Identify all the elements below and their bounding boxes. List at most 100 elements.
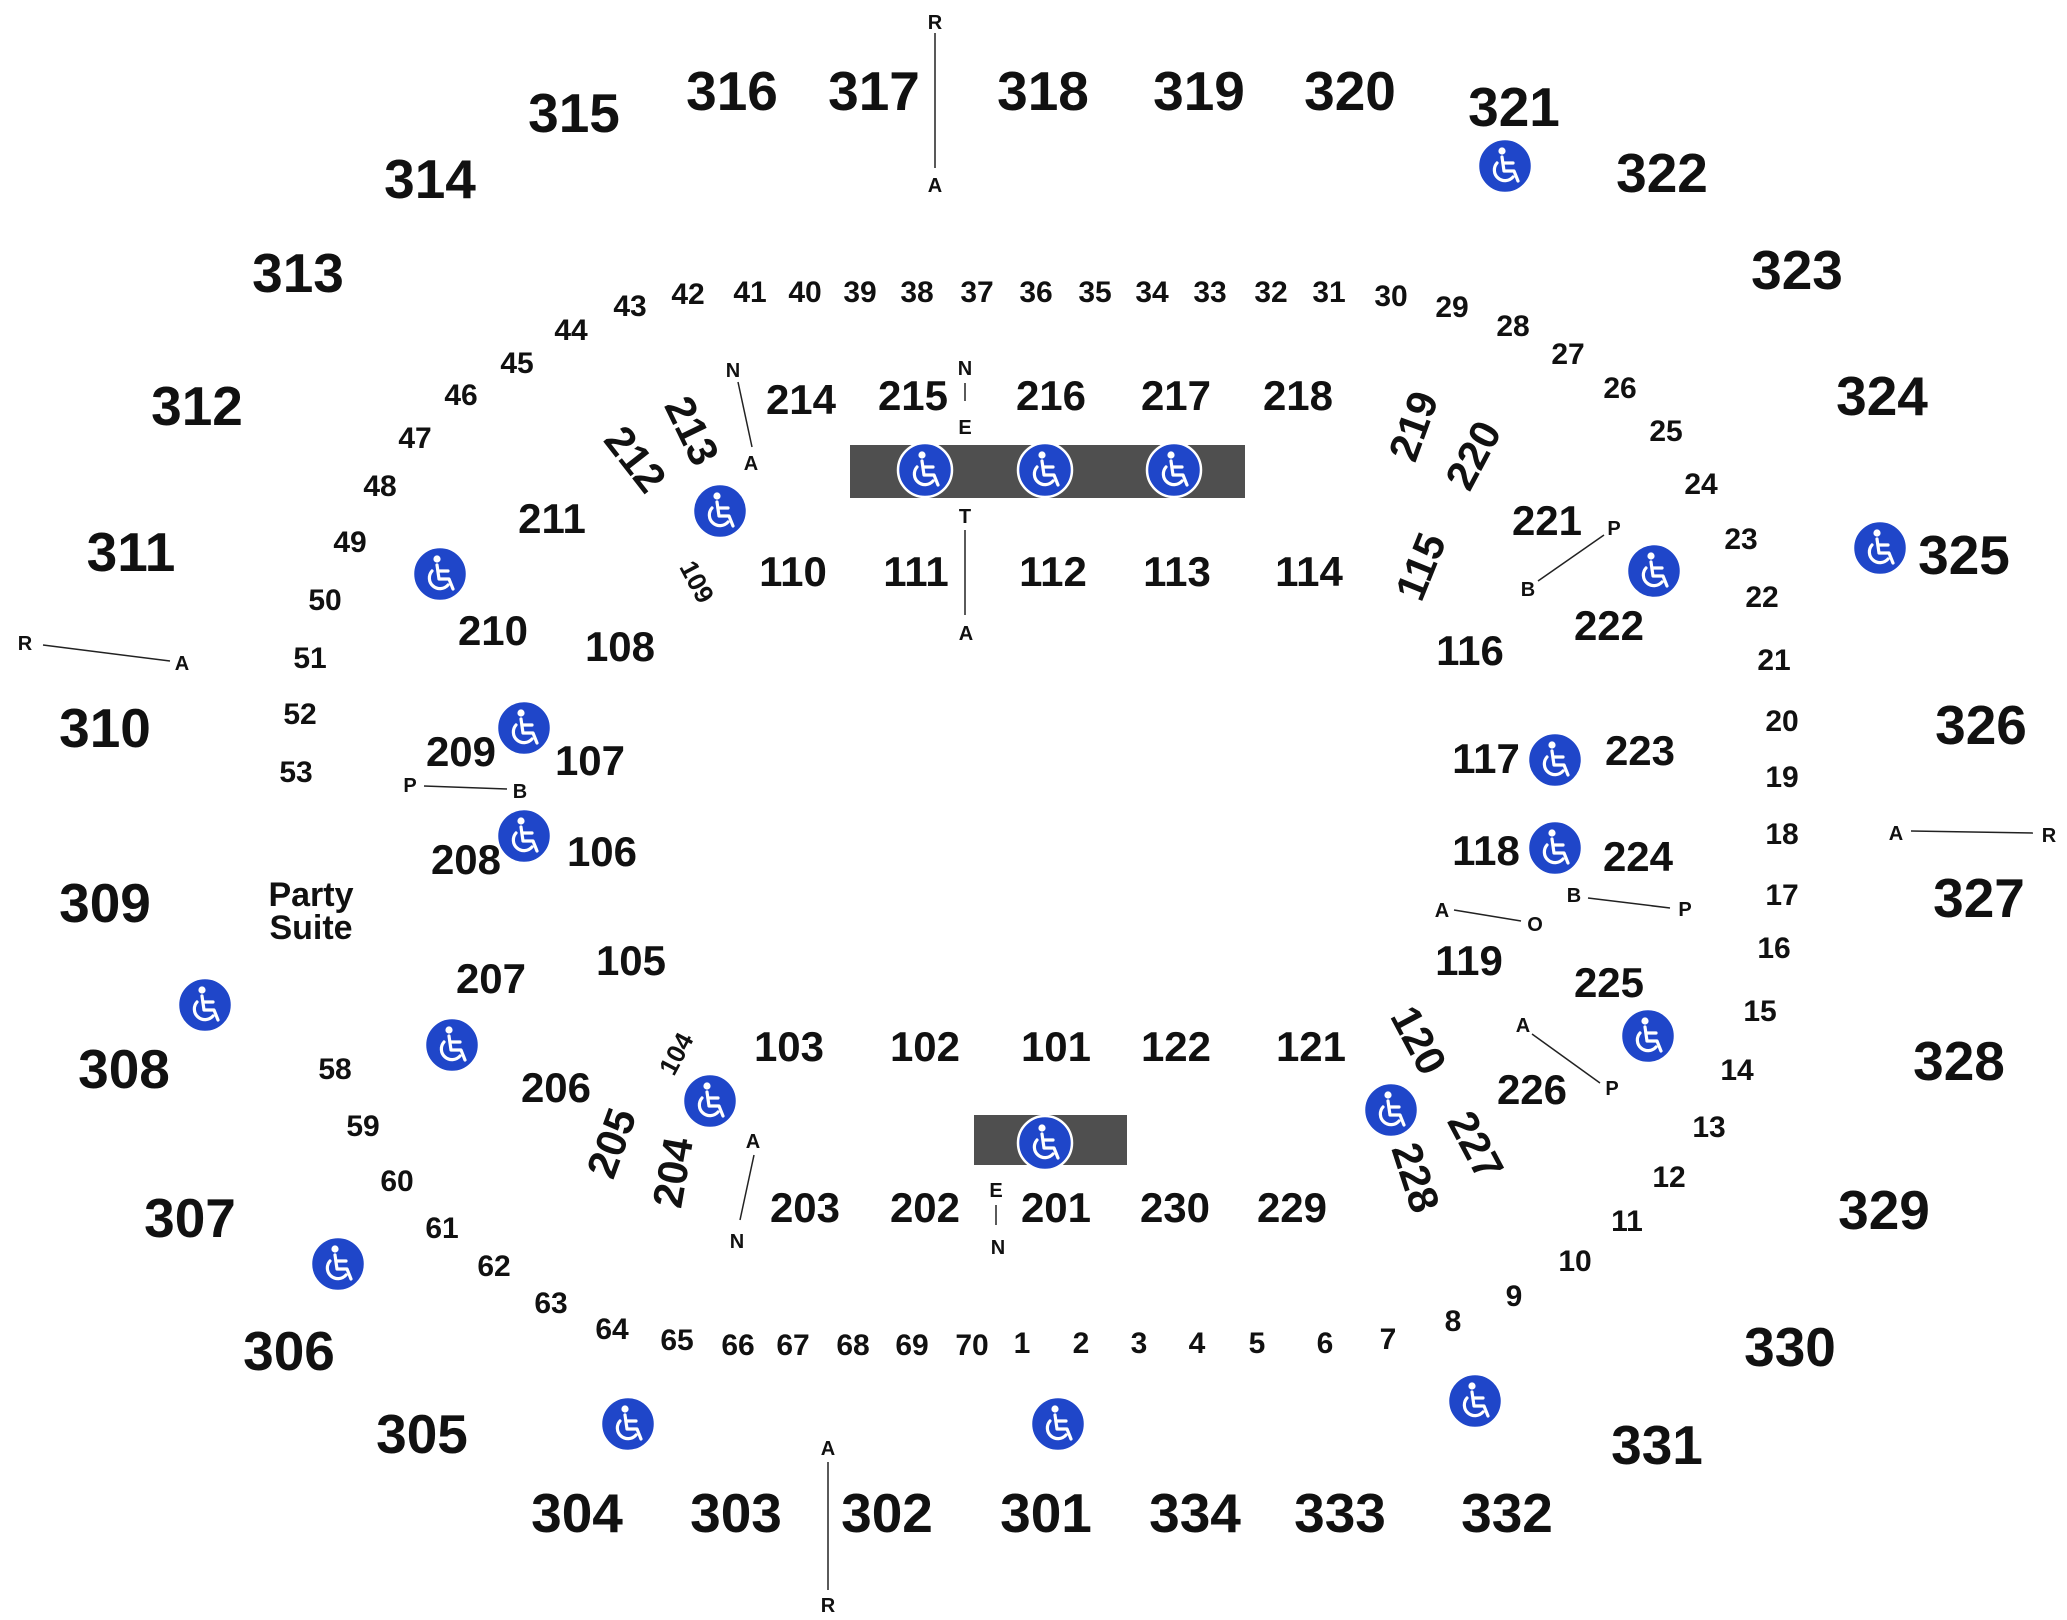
suite-34[interactable]: 34 [1135,276,1169,309]
suite-39[interactable]: 39 [843,276,876,309]
section-114[interactable]: 114 [1275,548,1343,595]
suite-5[interactable]: 5 [1249,1327,1266,1360]
section-120[interactable]: 120 [1382,998,1456,1082]
suite-14[interactable]: 14 [1720,1054,1754,1087]
suite-27[interactable]: 27 [1551,338,1584,371]
suite-30[interactable]: 30 [1374,280,1407,313]
section-324[interactable]: 324 [1836,365,1928,427]
suite-7[interactable]: 7 [1380,1323,1397,1356]
section-308[interactable]: 308 [78,1038,170,1100]
suite-4[interactable]: 4 [1189,1327,1206,1360]
suite-26[interactable]: 26 [1603,372,1636,405]
section-116[interactable]: 116 [1436,627,1504,674]
section-315[interactable]: 315 [528,82,620,144]
suite-29[interactable]: 29 [1435,291,1468,324]
wheelchair-accessible-icon[interactable] [1526,731,1584,789]
section-327[interactable]: 327 [1933,867,2025,929]
section-220[interactable]: 220 [1436,413,1510,497]
suite-1[interactable]: 1 [1014,1327,1031,1360]
wheelchair-accessible-icon[interactable] [1016,1114,1074,1172]
section-121[interactable]: 121 [1276,1023,1346,1070]
section-305[interactable]: 305 [376,1403,468,1465]
suite-46[interactable]: 46 [444,379,477,412]
section-332[interactable]: 332 [1461,1482,1553,1544]
section-229[interactable]: 229 [1257,1184,1327,1231]
section-316[interactable]: 316 [686,60,778,122]
section-320[interactable]: 320 [1304,60,1396,122]
section-334[interactable]: 334 [1149,1482,1241,1544]
wheelchair-accessible-icon[interactable] [1145,441,1203,499]
section-102[interactable]: 102 [890,1023,960,1070]
section-205[interactable]: 205 [577,1102,645,1184]
section-326[interactable]: 326 [1935,694,2027,756]
suite-40[interactable]: 40 [788,276,821,309]
section-302[interactable]: 302 [841,1482,933,1544]
suite-41[interactable]: 41 [733,276,766,309]
section-104[interactable]: 104 [653,1027,700,1080]
suite-42[interactable]: 42 [671,278,704,311]
section-223[interactable]: 223 [1605,727,1675,774]
section-211[interactable]: 211 [518,495,586,542]
section-329[interactable]: 329 [1838,1179,1930,1241]
section-204[interactable]: 204 [643,1133,702,1211]
section-314[interactable]: 314 [384,148,476,210]
section-207[interactable]: 207 [456,955,526,1002]
wheelchair-accessible-icon[interactable] [495,807,553,865]
suite-69[interactable]: 69 [895,1329,928,1362]
wheelchair-accessible-icon[interactable] [1476,137,1534,195]
suite-59[interactable]: 59 [346,1110,379,1143]
section-201[interactable]: 201 [1021,1184,1091,1231]
suite-70[interactable]: 70 [955,1329,988,1362]
suite-50[interactable]: 50 [308,584,341,617]
suite-21[interactable]: 21 [1757,644,1790,677]
suite-47[interactable]: 47 [398,422,431,455]
suite-10[interactable]: 10 [1558,1245,1591,1278]
wheelchair-accessible-icon[interactable] [599,1395,657,1453]
section-331[interactable]: 331 [1611,1414,1703,1476]
section-115[interactable]: 115 [1386,526,1455,606]
suite-19[interactable]: 19 [1765,761,1798,794]
section-209[interactable]: 209 [426,728,496,775]
section-109[interactable]: 109 [674,556,721,608]
section-202[interactable]: 202 [890,1184,960,1231]
section-210[interactable]: 210 [458,607,528,654]
suite-16[interactable]: 16 [1757,932,1790,965]
section-226[interactable]: 226 [1497,1066,1567,1113]
suite-31[interactable]: 31 [1312,276,1345,309]
suite-66[interactable]: 66 [721,1329,754,1362]
section-333[interactable]: 333 [1294,1482,1386,1544]
suite-43[interactable]: 43 [613,290,646,323]
section-219[interactable]: 219 [1379,385,1447,467]
section-208[interactable]: 208 [431,836,501,883]
suite-44[interactable]: 44 [554,314,588,347]
suite-3[interactable]: 3 [1131,1327,1148,1360]
section-218[interactable]: 218 [1263,372,1333,419]
section-217[interactable]: 217 [1141,372,1211,419]
section-214[interactable]: 214 [766,376,837,423]
section-307[interactable]: 307 [144,1187,236,1249]
suite-64[interactable]: 64 [595,1313,629,1346]
section-330[interactable]: 330 [1744,1316,1836,1378]
suite-20[interactable]: 20 [1765,705,1798,738]
section-113[interactable]: 113 [1143,548,1211,595]
section-206[interactable]: 206 [521,1064,591,1111]
suite-53[interactable]: 53 [279,756,312,789]
suite-38[interactable]: 38 [900,276,933,309]
section-301[interactable]: 301 [1000,1482,1092,1544]
section-215[interactable]: 215 [878,372,948,419]
section-122[interactable]: 122 [1141,1023,1211,1070]
section-101[interactable]: 101 [1021,1023,1091,1070]
section-103[interactable]: 103 [754,1023,824,1070]
suite-48[interactable]: 48 [363,470,396,503]
suite-24[interactable]: 24 [1684,468,1718,501]
suite-12[interactable]: 12 [1652,1161,1685,1194]
suite-51[interactable]: 51 [293,642,326,675]
section-310[interactable]: 310 [59,697,151,759]
section-216[interactable]: 216 [1016,372,1086,419]
section-227[interactable]: 227 [1439,1103,1513,1187]
section-321[interactable]: 321 [1468,76,1560,138]
section-313[interactable]: 313 [252,242,344,304]
suite-67[interactable]: 67 [776,1329,809,1362]
wheelchair-accessible-icon[interactable] [1362,1081,1420,1139]
wheelchair-accessible-icon[interactable] [411,545,469,603]
